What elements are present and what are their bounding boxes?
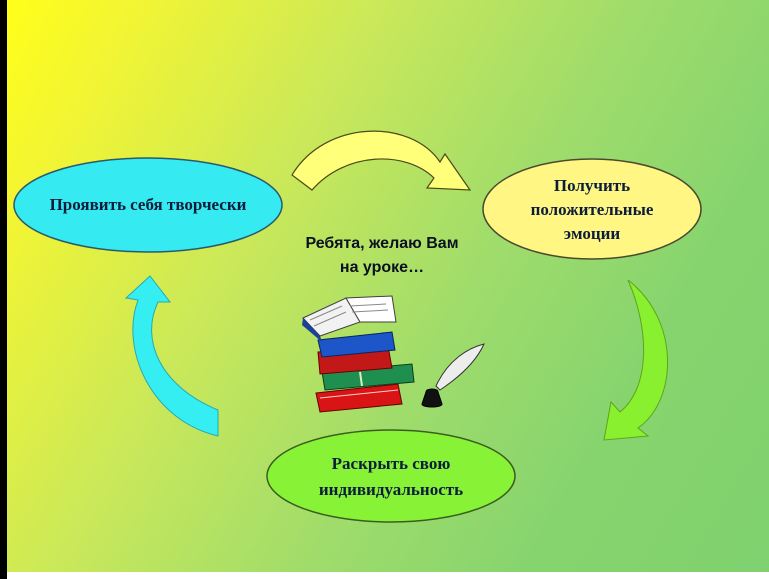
top-curved-arrow-icon (291, 130, 472, 191)
bottom-border (7, 572, 769, 579)
node-creative-ellipse (13, 157, 283, 253)
left-border (0, 0, 7, 579)
center-caption: Ребята, желаю Вам на уроке… (258, 232, 506, 280)
caption-line-2: на уроке… (339, 259, 425, 276)
books-icon (302, 295, 415, 413)
right-curved-arrow-icon (603, 279, 668, 441)
quill-icon (435, 343, 485, 391)
node-emotions-ellipse (482, 158, 702, 260)
node-emotions-label: Получить положительные эмоции (530, 176, 654, 243)
left-curved-arrow-icon (124, 275, 219, 437)
caption-line-1: Ребята, желаю Вам (305, 235, 459, 252)
node-individuality-label: Раскрыть свою индивидуальность (318, 454, 464, 499)
node-individuality-ellipse (266, 429, 516, 523)
inkwell-icon (421, 388, 443, 408)
node-creative-label: Проявить себя творчески (49, 195, 247, 214)
